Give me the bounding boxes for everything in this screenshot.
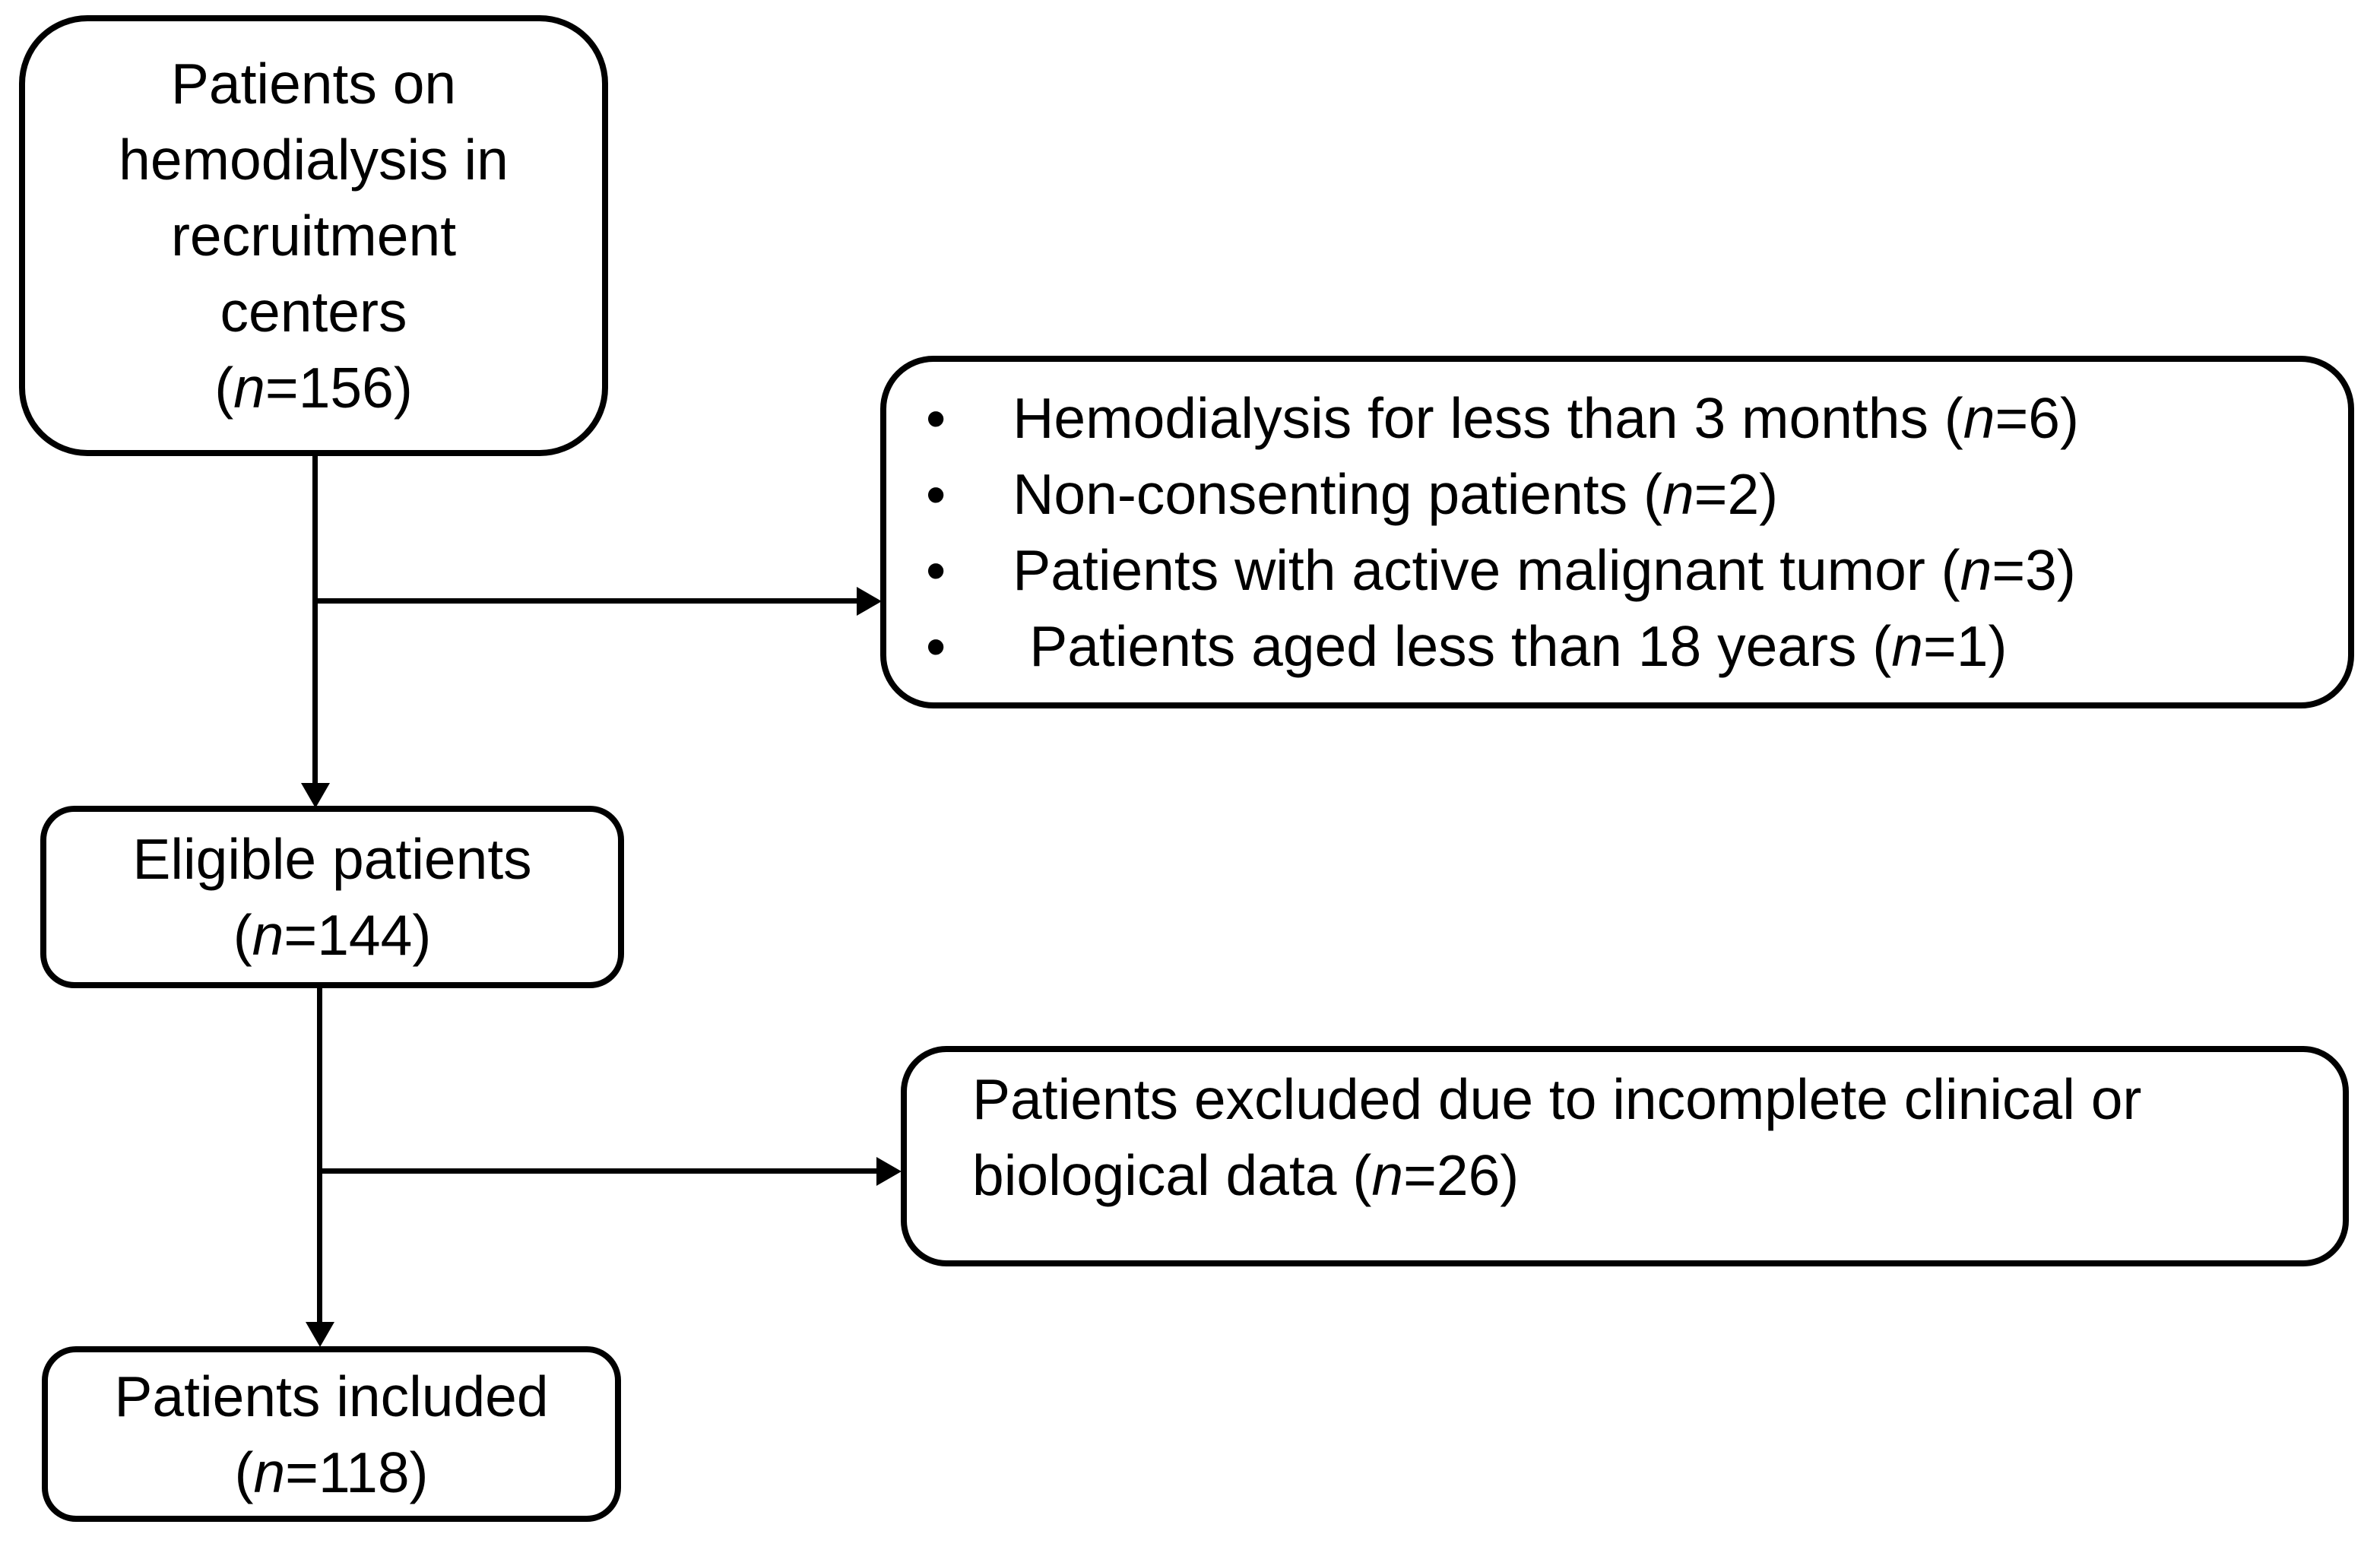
excluded-box-label: biological data ( (972, 1143, 1372, 1207)
source-box-line: hemodialysis in (119, 128, 509, 192)
count-n-symbol: n (253, 1440, 286, 1504)
exclusion-item-text: Hemodialysis for less than 3 months (n=6… (1013, 380, 2079, 456)
source-box: Patients on hemodialysis in recruitment … (19, 15, 608, 456)
count-n-symbol: n (1371, 1143, 1404, 1207)
eligible-box-count: (n=144) (233, 897, 432, 973)
exclusion-item-label: Patients aged less than 18 years ( (1029, 614, 1892, 678)
count-open: ( (214, 356, 234, 420)
bullet-icon: • (926, 386, 946, 450)
count-value: =118) (285, 1440, 429, 1504)
count-value: =26) (1403, 1143, 1520, 1207)
bullet-icon: • (926, 538, 946, 602)
count-n-symbol: n (1963, 386, 1995, 450)
arrow-to-excluded-line (319, 1168, 878, 1174)
included-box: Patients included (n=118) (42, 1346, 621, 1522)
exclusion-item: • Hemodialysis for less than 3 months (n… (926, 380, 2348, 456)
arrowhead-down-icon (301, 783, 330, 808)
excluded-box-line: Patients excluded due to incomplete clin… (972, 1067, 2142, 1131)
arrowhead-down-icon (306, 1322, 334, 1347)
count-value: =6) (1995, 386, 2080, 450)
exclusion-item: • Patients aged less than 18 years (n=1) (926, 608, 2348, 684)
exclusion-item: • Patients with active malignant tumor (… (926, 532, 2348, 608)
count-n-symbol: n (233, 356, 265, 420)
count-n-symbol: n (1960, 538, 1992, 602)
count-value: =2) (1694, 462, 1779, 526)
count-n-symbol: n (1891, 614, 1923, 678)
arrowhead-right-icon (876, 1157, 902, 1186)
arrowhead-right-icon (857, 587, 882, 616)
count-n-symbol: n (1662, 462, 1694, 526)
arrow-source-to-eligible-line (312, 456, 318, 786)
source-box-count: (n=156) (214, 350, 413, 426)
source-box-line: centers (220, 280, 407, 344)
count-value: =156) (265, 356, 413, 420)
arrow-to-exclusions-line (315, 598, 859, 604)
exclusion-item-label: Hemodialysis for less than 3 months ( (1013, 386, 1963, 450)
count-open: ( (234, 1440, 254, 1504)
exclusion-item-label: Non-consenting patients ( (1013, 462, 1662, 526)
exclusion-item-text: Patients aged less than 18 years (n=1) (1029, 608, 2007, 684)
excluded-box-line: biological data (n=26) (972, 1137, 2312, 1213)
bullet-icon: • (926, 614, 946, 678)
exclusion-reasons-box: • Hemodialysis for less than 3 months (n… (880, 356, 2354, 708)
exclusion-item-text: Non-consenting patients (n=2) (1013, 456, 1778, 532)
eligible-box-label: Eligible patients (132, 827, 532, 891)
source-box-line: Patients on (170, 52, 457, 116)
included-box-count: (n=118) (234, 1434, 428, 1510)
excluded-incomplete-data-box: Patients excluded due to incomplete clin… (901, 1046, 2349, 1266)
source-box-line: recruitment (170, 204, 457, 268)
count-open: ( (233, 903, 252, 967)
exclusion-item-label: Patients with active malignant tumor ( (1013, 538, 1960, 602)
eligible-box: Eligible patients (n=144) (40, 806, 624, 988)
count-value: =144) (284, 903, 432, 967)
count-value: =1) (1923, 614, 2008, 678)
count-value: =3) (1992, 538, 2076, 602)
exclusion-item: • Non-consenting patients (n=2) (926, 456, 2348, 532)
bullet-icon: • (926, 462, 946, 526)
arrow-eligible-to-included-line (317, 988, 322, 1323)
included-box-label: Patients included (114, 1364, 549, 1428)
count-n-symbol: n (252, 903, 284, 967)
exclusion-item-text: Patients with active malignant tumor (n=… (1013, 532, 2076, 608)
